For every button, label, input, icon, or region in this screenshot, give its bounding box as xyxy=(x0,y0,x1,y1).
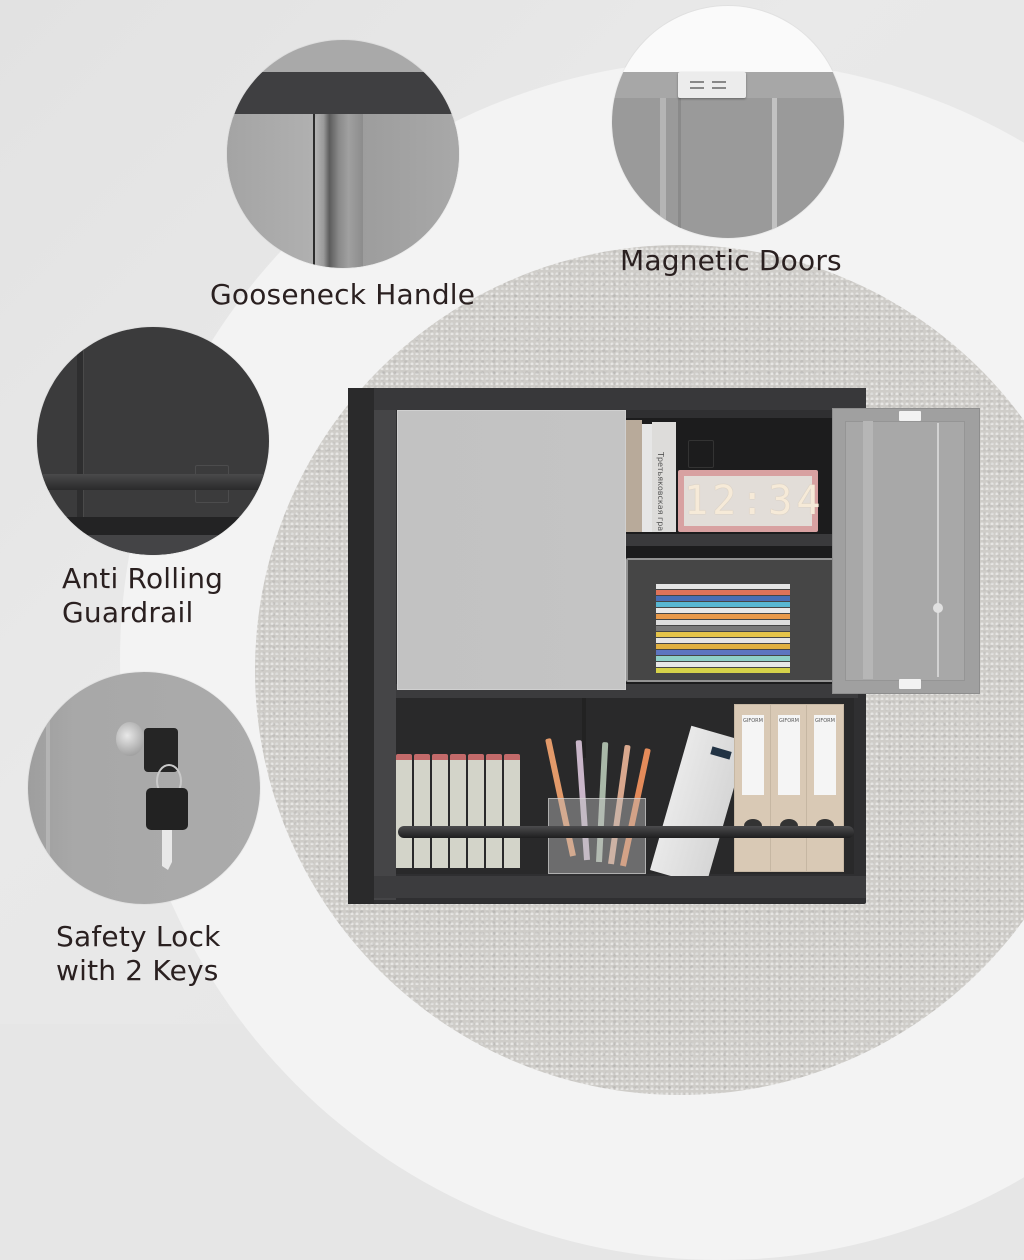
cabinet-side xyxy=(348,388,374,904)
gooseneck-handle-label: Gooseneck Handle xyxy=(210,278,476,311)
clock-display: 12:34 xyxy=(684,476,825,526)
magnet-icon xyxy=(899,411,921,421)
binder: GIFORM xyxy=(734,704,772,872)
outlet-icon xyxy=(688,440,714,468)
digital-clock: 12:34 xyxy=(678,470,825,532)
anti-rolling-guardrail xyxy=(398,826,854,838)
cabinet-top xyxy=(348,388,866,410)
magnetic-doors-label: Magnetic Doors xyxy=(620,244,842,277)
cabinet-frame xyxy=(374,410,396,900)
magnet-icon xyxy=(899,679,921,689)
marker-set xyxy=(396,754,526,870)
book-spine-text: Третьяковская гра xyxy=(656,452,665,532)
magnetic-catch-closeup-icon xyxy=(612,6,844,238)
label-line: with 2 Keys xyxy=(56,954,219,987)
label-line: Safety Lock xyxy=(56,920,221,953)
safety-lock-label: Safety Lock with 2 Keys xyxy=(56,920,221,988)
lock-and-keys-closeup-icon xyxy=(28,672,260,904)
open-door xyxy=(832,408,980,694)
binder-brand: GIFORM xyxy=(779,718,799,724)
book: Третьяковская гра xyxy=(652,422,676,532)
closed-door xyxy=(397,410,626,690)
binder: GIFORM xyxy=(806,704,844,872)
lock-icon xyxy=(933,603,943,613)
label-line: Anti Rolling xyxy=(62,562,224,595)
magazine-stack xyxy=(656,584,790,674)
binder-brand: GIFORM xyxy=(815,718,835,724)
binder: GIFORM xyxy=(770,704,808,872)
wall-cabinet: Третьяковская гра 12:34 GIFORM GIFORM GI… xyxy=(348,388,980,904)
anti-rolling-guardrail-label: Anti Rolling Guardrail xyxy=(62,562,223,630)
cabinet-bottom xyxy=(374,876,866,898)
guardrail-closeup-icon xyxy=(37,327,269,555)
book xyxy=(642,424,652,532)
adjustable-shelf xyxy=(624,534,832,546)
gooseneck-handle-closeup-icon xyxy=(227,40,459,268)
label-line: Guardrail xyxy=(62,596,194,629)
book xyxy=(624,420,642,532)
binder-brand: GIFORM xyxy=(743,718,763,724)
